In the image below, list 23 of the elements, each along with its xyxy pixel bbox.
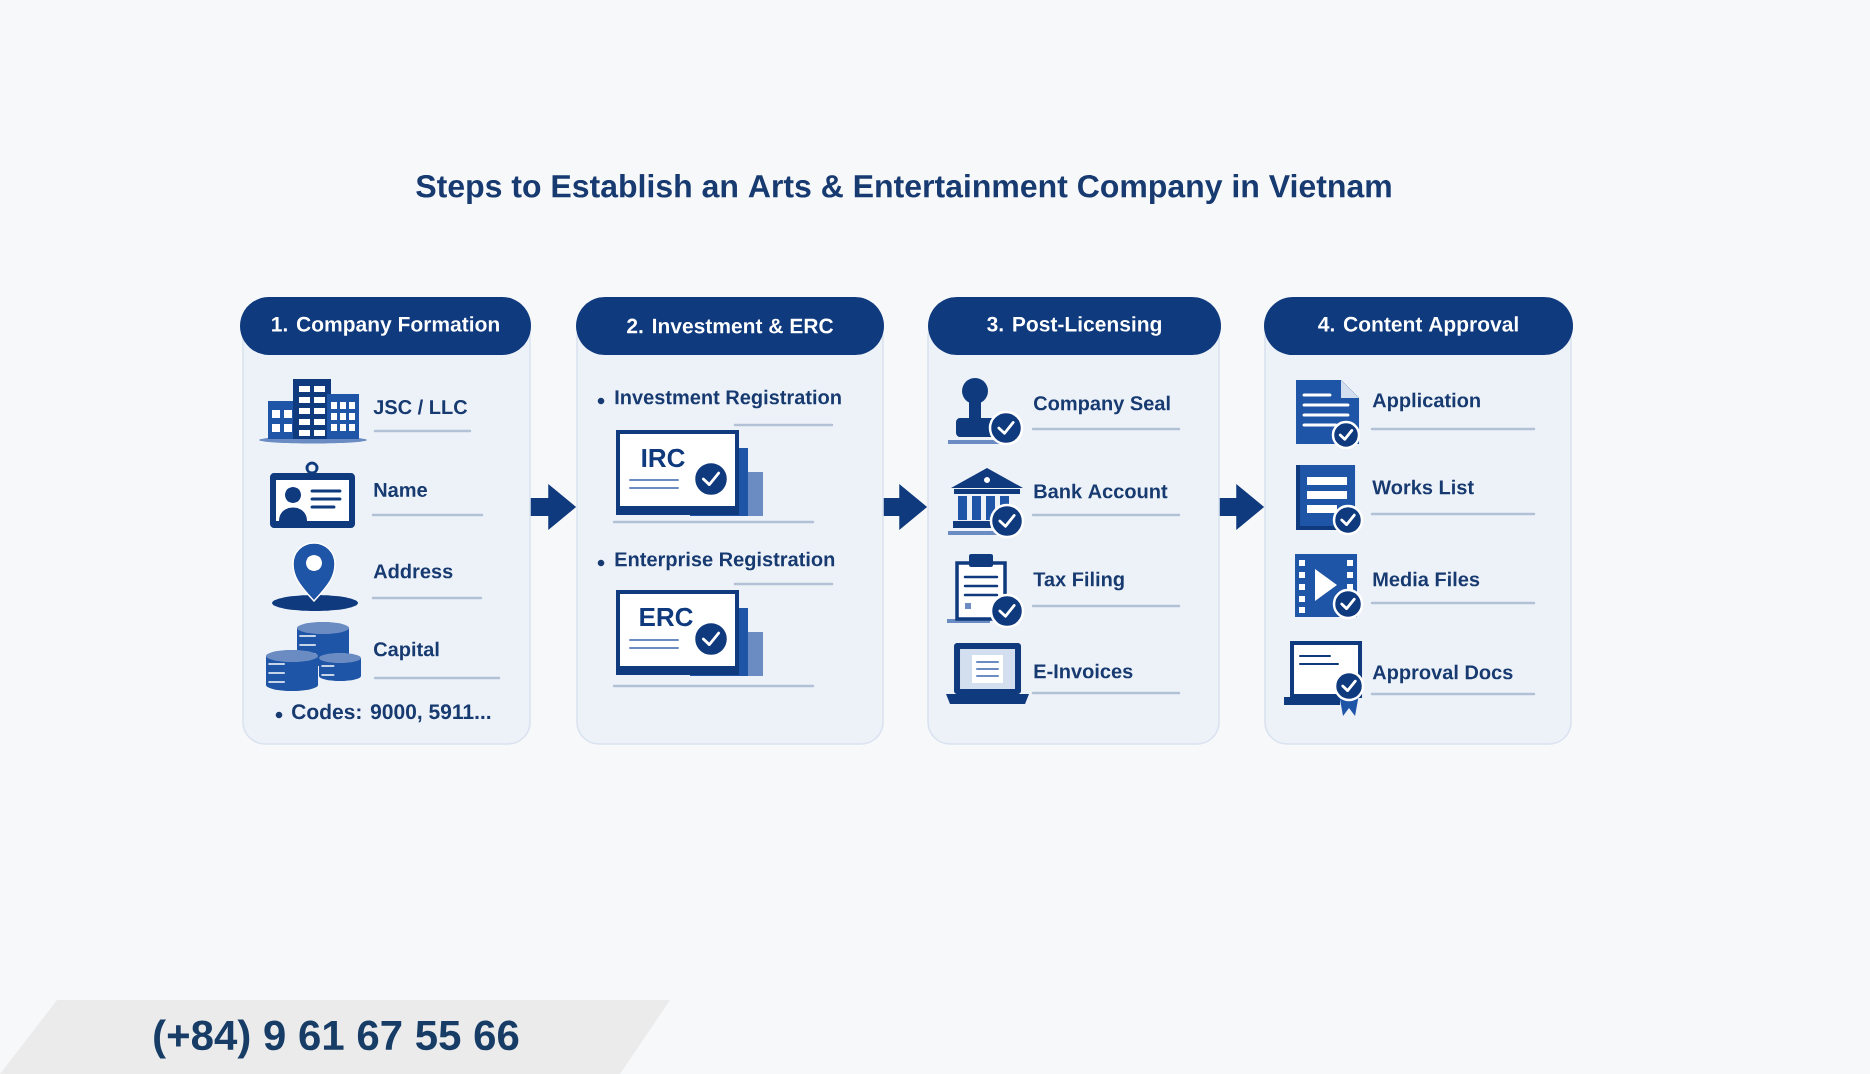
item-label: E-Invoices [1034, 663, 1133, 679]
step-header: 2. Investment & ERC [576, 297, 884, 355]
item-label: Tax Filing [1033, 571, 1124, 591]
item-label: Address [373, 563, 453, 579]
step-header: 3. Post-Licensing [928, 297, 1221, 355]
item-label: Investment Registration [615, 389, 841, 409]
step-header: 1. Company Formation [240, 297, 531, 355]
step-header: 4. Content Approval [1264, 297, 1573, 355]
item-label: JSC / LLC [373, 399, 468, 415]
item-label: Codes: 9000, 5911... [292, 703, 491, 723]
item-label: Works List [1372, 479, 1474, 495]
item-label: Application [1372, 392, 1480, 412]
item-label: Name [374, 483, 427, 497]
item-label: Enterprise Registration [615, 551, 835, 571]
phone-banner: (+84) 9 61 67 55 66 [0, 1000, 670, 1074]
certificate-label: ERC [640, 607, 693, 627]
item-label: Approval Docs [1372, 664, 1513, 684]
certificate-label: IRC [642, 448, 685, 468]
title: Steps to Establish an Arts & Entertainment Company in Vietnam [416, 174, 1391, 204]
item-label: Capital [374, 641, 439, 661]
item-label: Company Seal [1034, 395, 1170, 415]
item-label: Bank Account [1034, 483, 1168, 499]
item-label: Media Files [1373, 571, 1480, 587]
